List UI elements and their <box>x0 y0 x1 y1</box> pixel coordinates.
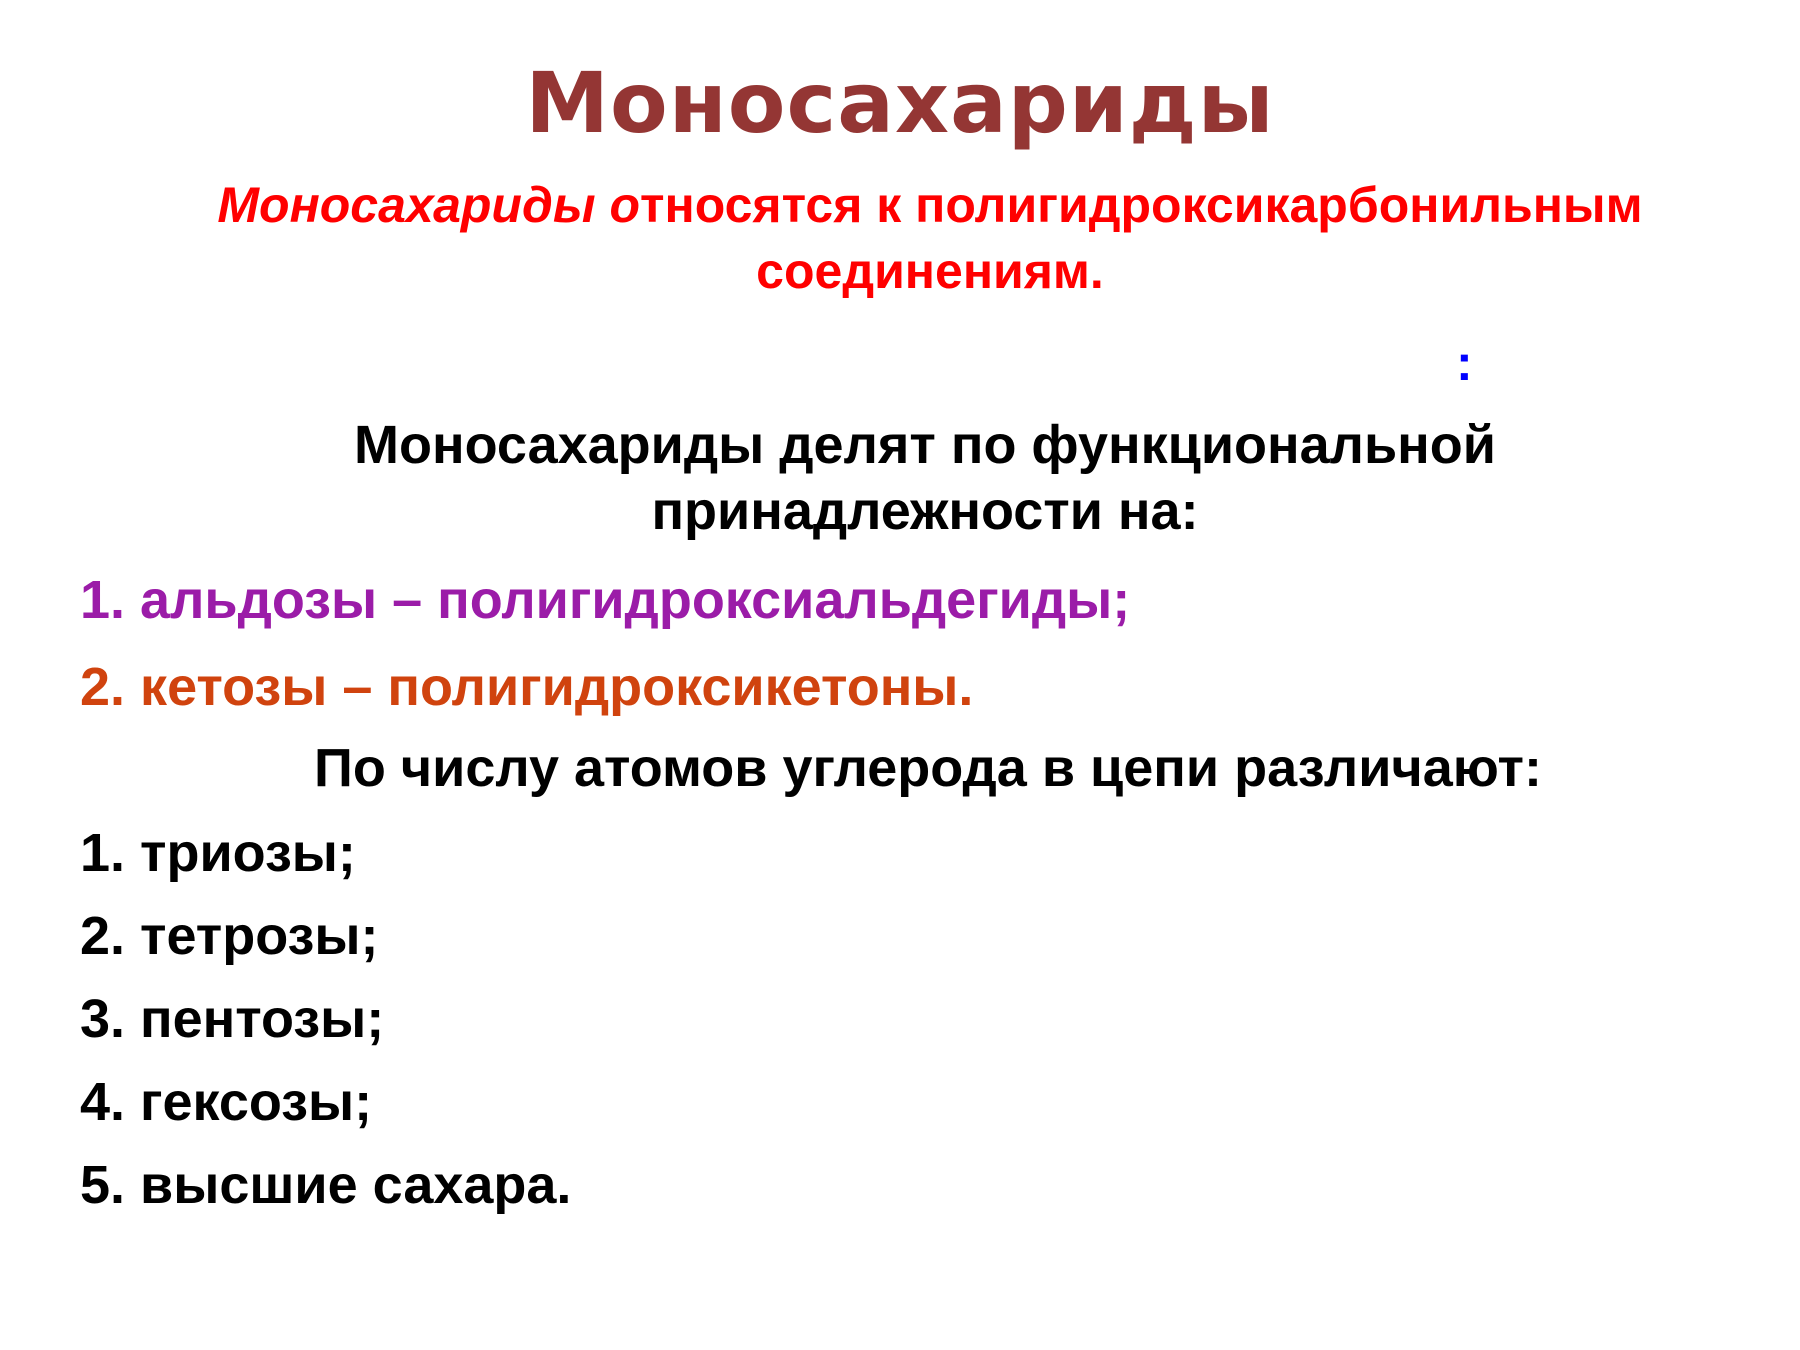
functional-heading: Моносахариды делят по функциональной при… <box>200 412 1650 544</box>
slide-title: Моносахариды <box>525 54 1275 152</box>
list-item-ketoses: 2. кетозы – полигидроксикетоны. <box>80 657 974 717</box>
functional-heading-line-2: принадлежности на: <box>651 481 1199 541</box>
intro-text: Моносахариды относятся к полигидроксикар… <box>80 172 1780 304</box>
intro-line-1: Моносахариды относятся к полигидроксикар… <box>80 172 1780 238</box>
list-item-hexoses: 4. гексозы; <box>80 1072 373 1132</box>
list-item-higher-sugars: 5. высшие сахара. <box>80 1155 572 1215</box>
intro-line-1-rest: тносятся к полигидроксикарбонильным <box>640 177 1643 233</box>
list-item-trioses: 1. триозы; <box>80 823 356 883</box>
functional-heading-line-1: Моносахариды делят по функциональной <box>354 415 1496 475</box>
intro-line-2: соединениям. <box>756 243 1104 299</box>
list-item-pentoses: 3. пентозы; <box>80 989 385 1049</box>
list-item-tetroses: 2. тетрозы; <box>80 906 379 966</box>
intro-italic-term: Моносахариды о <box>217 177 641 233</box>
colon-mark: : <box>1456 335 1473 391</box>
list-item-aldoses: 1. альдозы – полигидроксиальдегиды; <box>80 570 1131 630</box>
carbon-heading: По числу атомов углерода в цепи различаю… <box>314 738 1542 798</box>
